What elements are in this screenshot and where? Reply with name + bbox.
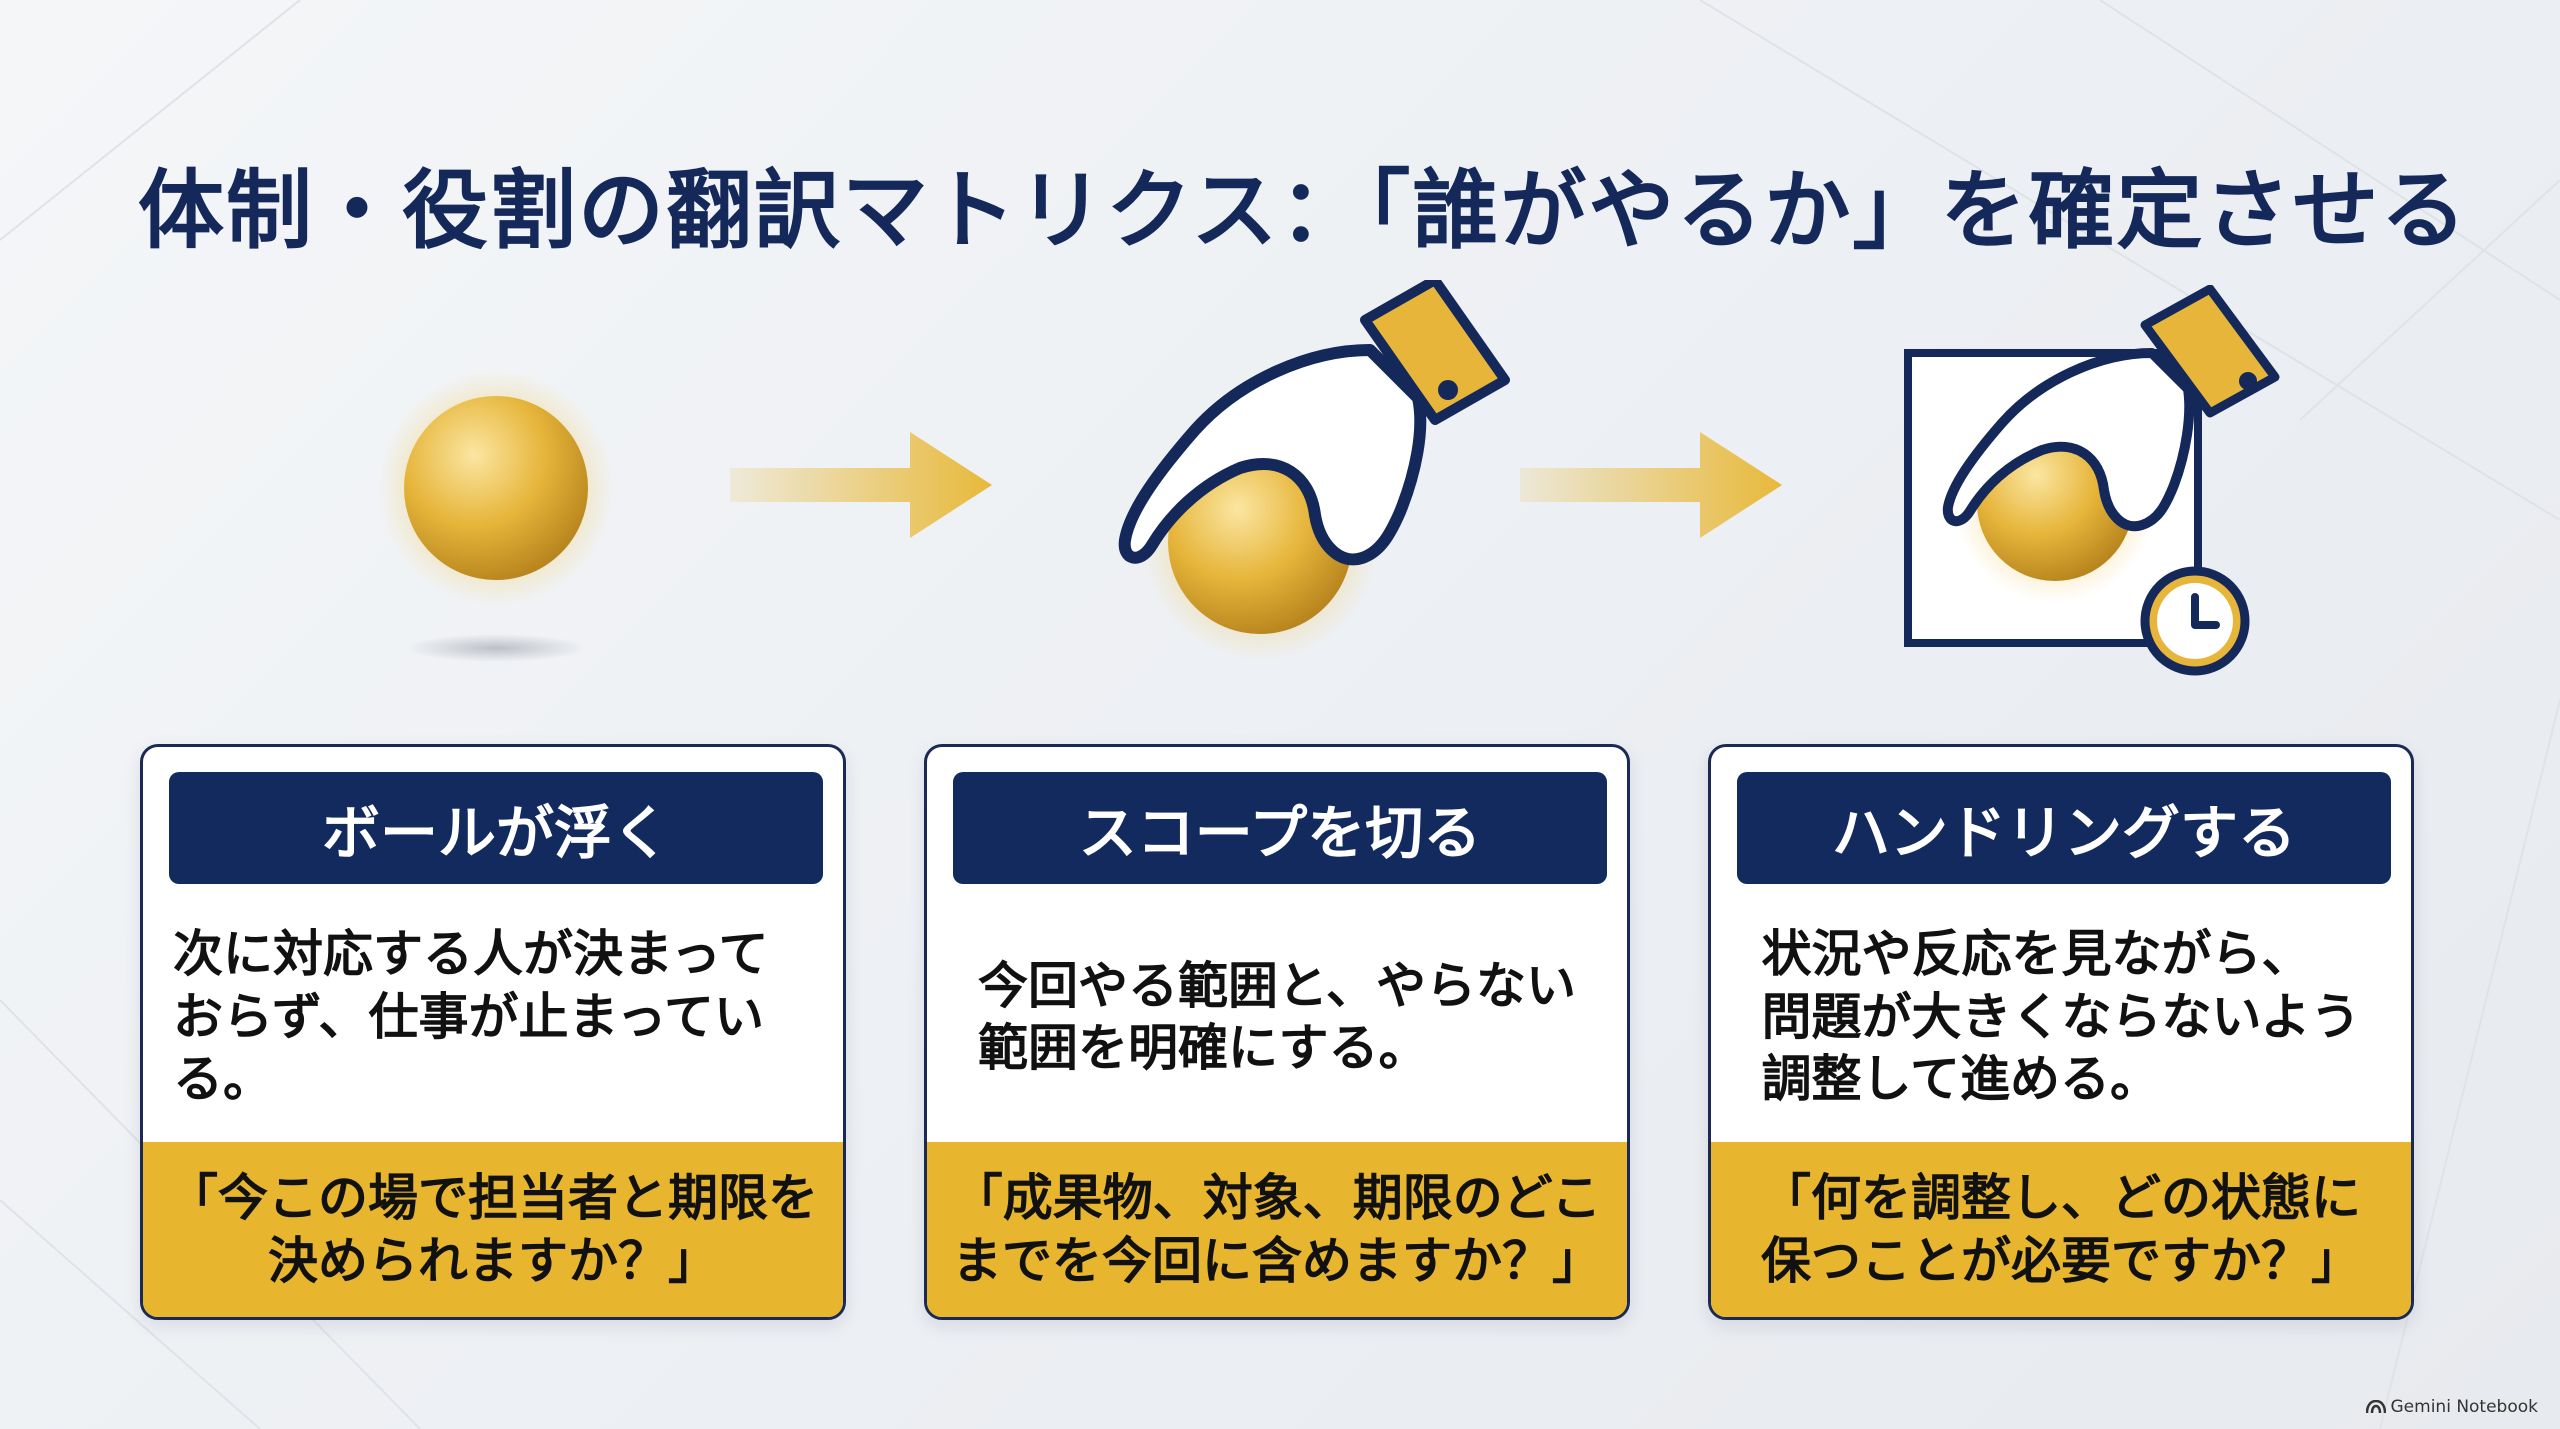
- card-scope-cut: スコープを切る 今回やる範囲と、やらない 範囲を明確にする。 「成果物、対象、期…: [924, 744, 1630, 1320]
- card-description: 次に対応する人が決まって おらず、仕事が止まっている。: [173, 925, 769, 1109]
- card-ball-floating: ボールが浮く 次に対応する人が決まって おらず、仕事が止まっている。 「今この場…: [140, 744, 846, 1320]
- card-description: 今回やる範囲と、やらない 範囲を明確にする。: [978, 956, 1576, 1078]
- watermark-text: Gemini Notebook: [2390, 1397, 2539, 1417]
- card-description: 状況や反応を見ながら、 問題が大きくならないよう 調整して進める。: [1761, 925, 2361, 1109]
- card-question: 「成果物、対象、期限のどこ までを今回に含めますか？」: [927, 1142, 1627, 1317]
- card-header: ボールが浮く: [169, 772, 823, 884]
- page-title: 体制・役割の翻訳マトリクス：「誰がやるか」を確定させる: [138, 161, 2469, 261]
- notebook-logo-icon: [2365, 1400, 2386, 1414]
- card-handling: ハンドリングする 状況や反応を見ながら、 問題が大きくならないよう 調整して進め…: [1708, 744, 2414, 1320]
- watermark: Gemini Notebook: [2365, 1397, 2539, 1417]
- card-question: 「何を調整し、どの状態に 保つことが必要ですか？」: [1711, 1142, 2411, 1317]
- arrow-right-icon: [1520, 432, 1782, 538]
- card-header: スコープを切る: [953, 772, 1607, 884]
- arrow-right-icon: [730, 432, 992, 538]
- card-question: 「今この場で担当者と期限を 決められますか？」: [143, 1142, 843, 1317]
- floating-ball-icon: [378, 370, 614, 662]
- hand-grabbing-ball-icon: [1118, 280, 1510, 660]
- hand-ball-frame-clock-icon: [1904, 285, 2280, 676]
- card-header: ハンドリングする: [1737, 772, 2391, 884]
